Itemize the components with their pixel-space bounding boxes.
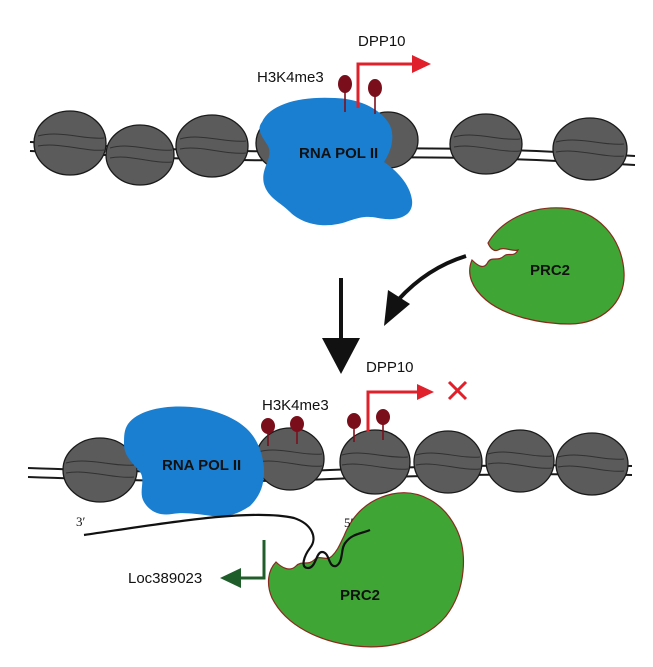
free-prc2-label: PRC2 bbox=[530, 262, 570, 279]
free-prc2: PRC2 bbox=[469, 207, 625, 325]
transcription-arrow-icon bbox=[366, 384, 434, 432]
nucleosome-icon bbox=[255, 427, 325, 491]
nucleosome-icon bbox=[555, 432, 629, 496]
histone-mark-icon bbox=[376, 409, 390, 440]
histone-mark-icon bbox=[261, 418, 275, 446]
top-h3k4me3-label: H3K4me3 bbox=[257, 69, 324, 86]
nucleosome-icon bbox=[62, 437, 138, 503]
nucleosome-icon bbox=[552, 117, 628, 181]
bottom-panel: RNA POL II H3K4me3 DPP10 bbox=[27, 359, 633, 648]
nucleosome-icon bbox=[33, 110, 107, 176]
nucleosome-icon bbox=[175, 114, 249, 178]
blocked-x-icon bbox=[447, 380, 468, 401]
histone-mark-icon bbox=[347, 413, 361, 442]
recruitment-arrow bbox=[384, 254, 467, 326]
nucleosome-icon bbox=[105, 124, 175, 186]
histone-mark-icon bbox=[338, 75, 352, 112]
nucleosome-icon bbox=[413, 430, 483, 494]
process-arrow-icon bbox=[322, 338, 360, 374]
bound-prc2-label: PRC2 bbox=[340, 587, 380, 604]
top-rna-pol-ii-label: RNA POL II bbox=[299, 145, 378, 162]
rna-3prime-label: 3′ bbox=[76, 514, 86, 529]
transcription-arrow-icon bbox=[220, 540, 266, 588]
bottom-rna-pol-ii-label: RNA POL II bbox=[162, 457, 241, 474]
loc389023-label: Loc389023 bbox=[128, 570, 202, 587]
nucleosome-icon bbox=[339, 429, 411, 495]
bottom-h3k4me3-label: H3K4me3 bbox=[262, 397, 329, 414]
bottom-dpp10-label: DPP10 bbox=[366, 359, 414, 376]
process-arrow-icon bbox=[384, 290, 410, 326]
rna-5prime-label: 5′ bbox=[344, 515, 354, 530]
histone-mark-icon bbox=[290, 416, 304, 444]
prc2-bound-shape bbox=[267, 492, 465, 648]
top-panel: RNA POL II H3K4me3 DPP10 bbox=[29, 33, 636, 226]
lncrna-strand bbox=[83, 513, 371, 570]
rna-pol-ii-shape bbox=[259, 97, 413, 226]
transcription-arrow-icon bbox=[356, 55, 431, 108]
nucleosome-icon bbox=[485, 429, 555, 493]
nucleosome-icon bbox=[449, 113, 523, 175]
down-arrow bbox=[322, 278, 360, 374]
top-dpp10-label: DPP10 bbox=[358, 33, 406, 50]
rna-pol-ii-shape bbox=[124, 406, 264, 517]
prc2-free-shape bbox=[469, 207, 625, 325]
histone-mark-icon bbox=[368, 79, 382, 114]
